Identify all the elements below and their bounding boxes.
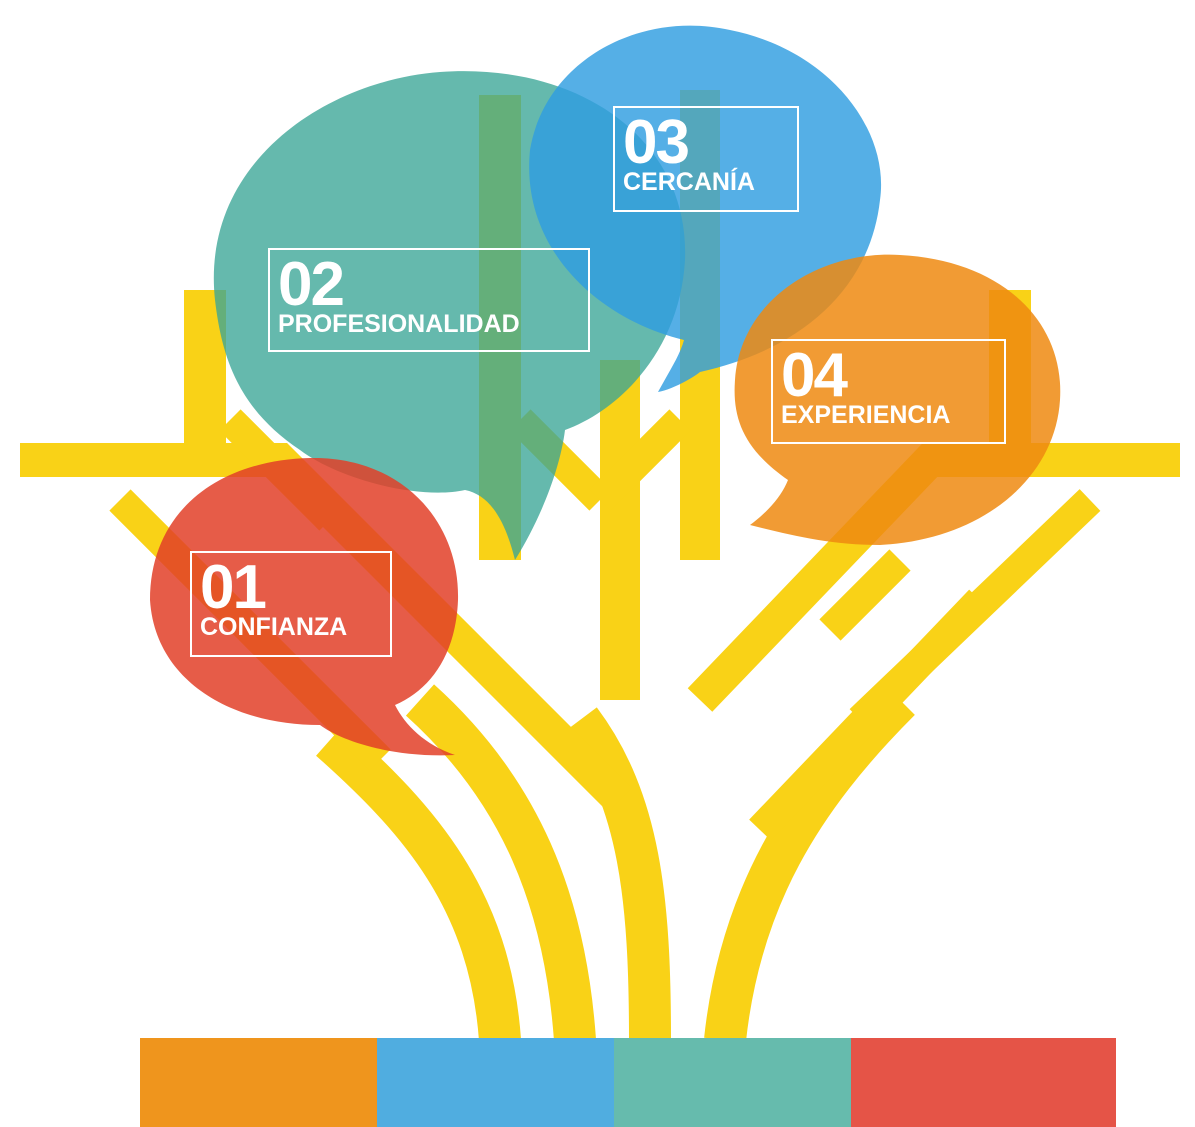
bubble-confianza [150,457,459,756]
tree-trunk-mid-right [563,707,671,1041]
bubble-experiencia [734,254,1061,545]
tree-trunk-mid-left [405,684,596,1042]
speech-bubble-experiencia [734,254,1061,545]
value-label-confianza: 01 CONFIANZA [190,551,392,657]
value-label-cercania: 03 CERCANÍA [613,106,799,212]
tree-leaf-4 [819,549,911,641]
tree-branch-right-low [749,589,991,841]
color-stripe-teal [614,1038,851,1127]
value-word: CERCANÍA [623,168,755,196]
speech-bubble-confianza [150,457,459,756]
tree-trunk-right [704,685,915,1043]
value-number: 03 [623,108,690,177]
tree-leaf-3 [589,409,691,511]
value-word: PROFESIONALIDAD [278,310,520,338]
value-number: 04 [781,341,848,410]
value-number: 02 [278,250,345,319]
color-stripe-orange [140,1038,377,1127]
color-stripe-red [851,1038,1116,1127]
value-word: EXPERIENCIA [781,401,951,429]
color-stripe-blue [377,1038,614,1127]
value-word: CONFIANZA [200,613,348,641]
value-number: 01 [200,553,267,622]
tree-trunk-left [316,724,521,1042]
value-label-experiencia: 04 EXPERIENCIA [771,339,1006,444]
value-label-profesionalidad: 02 PROFESIONALIDAD [268,248,590,352]
